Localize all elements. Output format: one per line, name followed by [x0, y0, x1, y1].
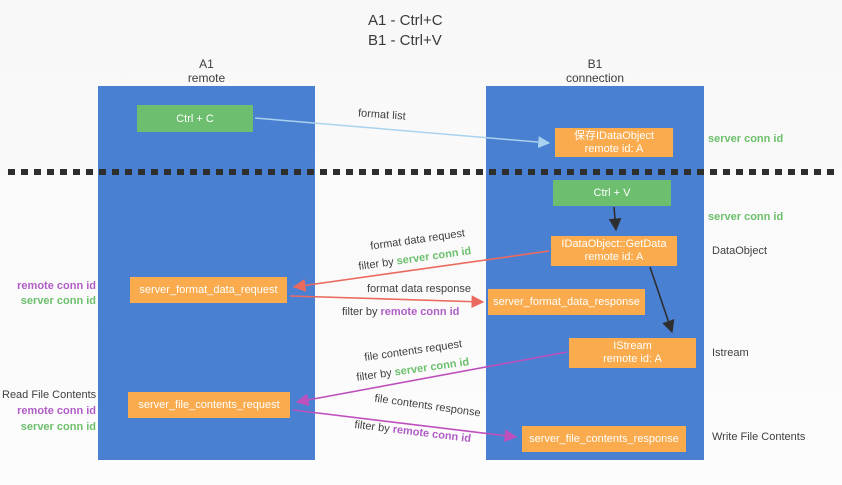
- format-data-response-arrow: [289, 295, 485, 309]
- diagram-title: A1 - Ctrl+C B1 - Ctrl+V: [368, 11, 443, 51]
- column-b1-name: B1: [587, 57, 603, 71]
- title-line-1: A1 - Ctrl+C: [368, 12, 443, 29]
- format-data-response-label: format data response: [367, 283, 471, 295]
- format-list-arrow: [254, 117, 551, 149]
- istream-line1: IStream: [613, 340, 652, 352]
- title-line-2: B1 - Ctrl+V: [368, 32, 442, 49]
- ctrl-v-box: Ctrl + V: [553, 180, 671, 206]
- column-b1-subtitle: connection: [565, 71, 625, 85]
- column-header-a1: A1 remote: [98, 57, 315, 85]
- save-dataobject-line2: remote id: A: [584, 142, 644, 155]
- ctrl-c-box: Ctrl + C: [137, 105, 253, 132]
- server-format-data-request-box: server_format_data_request: [130, 277, 287, 303]
- ctrl-c-label: Ctrl + C: [176, 112, 214, 125]
- column-header-b1: B1 connection: [486, 57, 704, 85]
- column-a1-name: A1: [199, 57, 214, 71]
- server-conn-id-left-2: server conn id: [20, 421, 96, 433]
- istream-line2: remote id: A: [603, 353, 662, 365]
- column-a1-subtitle: remote: [187, 71, 226, 85]
- server-file-contents-response-box: server_file_contents_response: [522, 426, 686, 452]
- save-dataobject-line1: 保存IDataObject: [573, 129, 655, 142]
- filter-by-remote-conn-id-label-1: filter by remote conn id: [342, 306, 459, 318]
- server-format-data-response-label: server_format_data_response: [493, 296, 640, 308]
- server-format-data-request-label: server_format_data_request: [139, 284, 278, 296]
- ctrl-v-label: Ctrl + V: [593, 187, 631, 199]
- remote-conn-id-left-1: remote conn id: [17, 280, 96, 292]
- left-conn-id-group-file: Read File Contents remote conn id server…: [2, 387, 96, 435]
- file-contents-request-arrow: [295, 351, 568, 407]
- server-file-contents-request-box: server_file_contents_request: [128, 392, 290, 418]
- getdata-to-istream-arrow: [649, 266, 675, 334]
- ctrlv-to-getdata-arrow: [608, 206, 622, 232]
- getdata-line2: remote id: A: [584, 251, 644, 263]
- save-dataobject-box: 保存IDataObject remote id: A: [555, 128, 673, 157]
- write-file-contents-label: Write File Contents: [712, 431, 806, 443]
- server-conn-id-right-mid: server conn id: [708, 211, 784, 223]
- left-conn-id-group-format: remote conn id server conn id: [2, 279, 96, 309]
- server-conn-id-right-top: server conn id: [708, 133, 784, 145]
- istream-box: IStream remote id: A: [569, 338, 696, 368]
- remote-conn-id-left-2: remote conn id: [17, 405, 96, 417]
- format-data-request-arrow: [292, 250, 550, 292]
- filter-by-text: filter by: [342, 306, 378, 318]
- getdata-box: IDataObject::GetData remote id: A: [551, 236, 677, 266]
- read-file-contents-label: Read File Contents: [2, 389, 97, 401]
- server-file-contents-response-label: server_file_contents_response: [529, 433, 679, 445]
- getdata-line1: IDataObject::GetData: [561, 238, 667, 250]
- dataobject-label: DataObject: [712, 245, 768, 257]
- server-format-data-response-box: server_format_data_response: [488, 289, 645, 315]
- istream-side-label: Istream: [712, 347, 749, 359]
- file-contents-response-arrow: [292, 409, 518, 442]
- server-file-contents-request-label: server_file_contents_request: [138, 399, 280, 411]
- remote-conn-id-text: remote conn id: [380, 306, 460, 318]
- server-conn-id-left-1: server conn id: [20, 295, 96, 307]
